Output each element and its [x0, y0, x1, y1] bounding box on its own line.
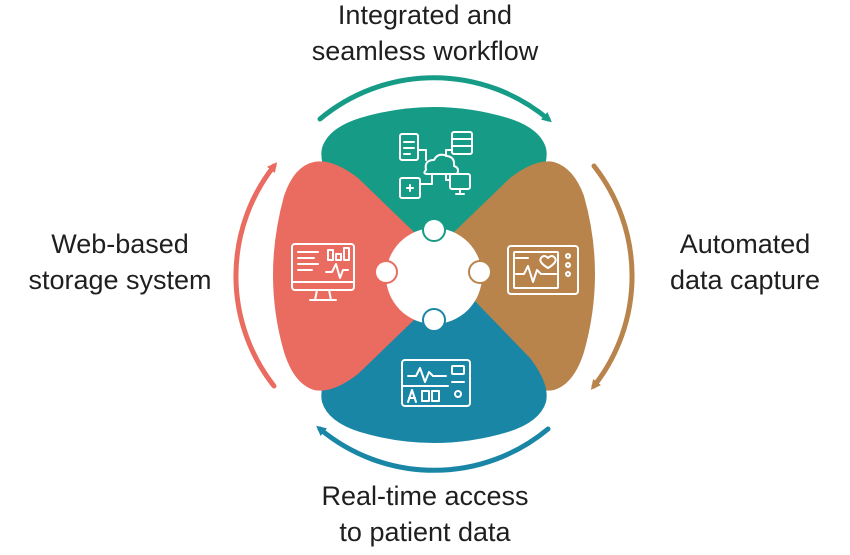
- hub-circle: [386, 228, 482, 324]
- label-line: seamless workflow: [311, 36, 539, 66]
- label-automated-capture: Automated data capture: [640, 226, 850, 298]
- label-line: data capture: [669, 265, 821, 295]
- arrow-left: [233, 162, 278, 389]
- label-integrated-workflow: Integrated and seamless workflow: [0, 0, 850, 69]
- arrow-top: [317, 75, 552, 123]
- segments: [273, 107, 595, 443]
- label-line: Web-based: [51, 229, 189, 259]
- arrow-bottom: [316, 425, 551, 473]
- center-hub: [374, 218, 492, 332]
- label-line: Automated: [679, 229, 811, 259]
- label-line: Integrated and: [337, 0, 513, 30]
- patient-monitor-icon: [401, 359, 471, 407]
- segment-left: [273, 161, 416, 391]
- label-realtime-access: Real-time access to patient data: [0, 478, 850, 550]
- label-line: to patient data: [339, 517, 511, 547]
- label-line: Real-time access: [321, 481, 529, 511]
- connector-left: [374, 260, 398, 284]
- cloud-network-icon: [399, 131, 473, 199]
- arrow-right: [590, 163, 635, 390]
- desktop-dashboard-icon: [291, 243, 355, 301]
- connector-bottom: [422, 308, 446, 332]
- cycle-arrows: [233, 75, 635, 473]
- heart-monitor-icon: [507, 245, 579, 295]
- connector-right: [468, 260, 492, 284]
- label-line: storage system: [28, 265, 212, 295]
- connector-top: [422, 218, 446, 242]
- label-web-storage: Web-based storage system: [0, 226, 240, 298]
